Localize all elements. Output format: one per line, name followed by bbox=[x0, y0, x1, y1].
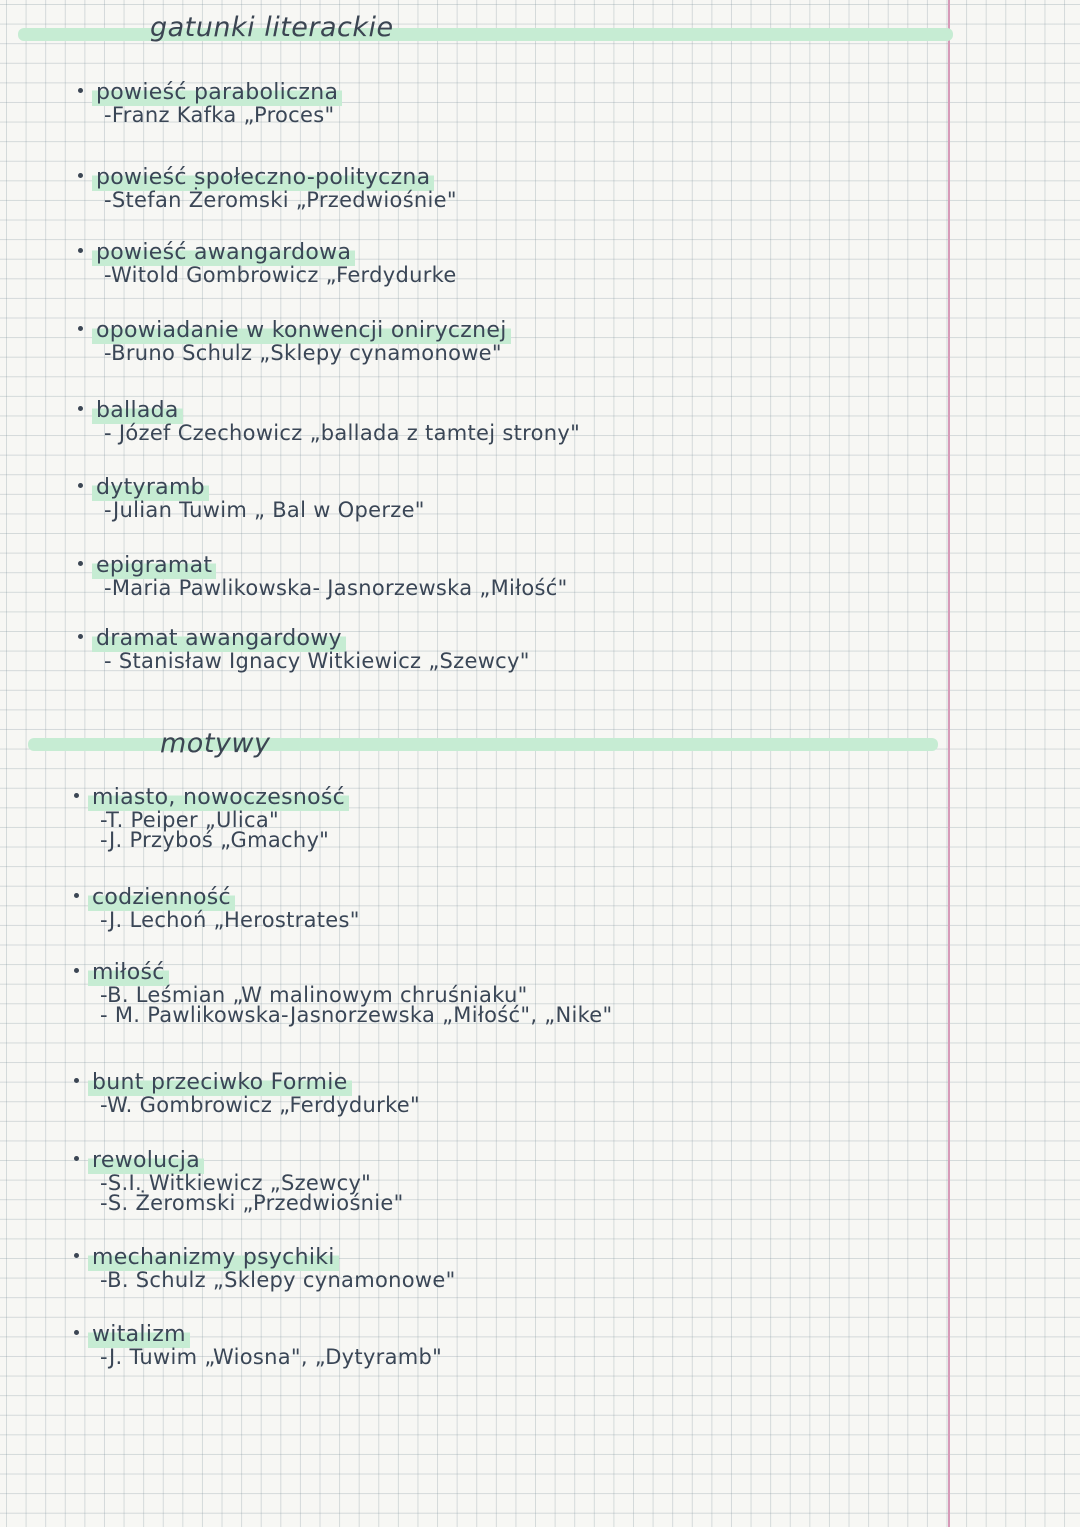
section-heading-motifs: motywy bbox=[160, 728, 271, 759]
item-work: -Julian Tuwim „ Bal w Operze" bbox=[104, 498, 425, 522]
list-item: rewolucja-S.I. Witkiewicz „Szewcy"-S. Że… bbox=[74, 1148, 404, 1215]
item-work: -S. Żeromski „Przedwiośnie" bbox=[100, 1191, 404, 1215]
bullet-icon bbox=[74, 1330, 79, 1335]
list-item: dramat awangardowy- Stanisław Ignacy Wit… bbox=[78, 626, 530, 673]
margin-line bbox=[948, 0, 950, 1527]
list-item: powieść awangardowa-Witold Gombrowicz „F… bbox=[78, 240, 457, 287]
item-work: -Franz Kafka „Proces" bbox=[104, 103, 335, 127]
item-title: bunt przeciwko Formie bbox=[88, 1070, 352, 1096]
bullet-icon bbox=[74, 1078, 79, 1083]
item-work: -J. Tuwim „Wiosna", „Dytyramb" bbox=[100, 1345, 443, 1369]
list-item: miłość-B. Leśmian „W malinowym chruśniak… bbox=[74, 960, 613, 1027]
section-heading-genres: gatunki literackie bbox=[150, 12, 394, 43]
list-item: mechanizmy psychiki-B. Schulz „Sklepy cy… bbox=[74, 1245, 456, 1292]
item-title: miłość bbox=[88, 960, 169, 986]
bullet-icon bbox=[78, 248, 83, 253]
list-item: codzienność-J. Lechoń „Herostrates" bbox=[74, 885, 360, 932]
item-work: -J. Przyboś „Gmachy" bbox=[100, 828, 330, 852]
bullet-icon bbox=[78, 173, 83, 178]
item-title: dytyramb bbox=[92, 475, 209, 501]
bullet-icon bbox=[74, 968, 79, 973]
item-work: - M. Pawlikowska-Jasnorzewska „Miłość", … bbox=[100, 1003, 613, 1027]
list-item: bunt przeciwko Formie-W. Gombrowicz „Fer… bbox=[74, 1070, 420, 1117]
item-work: -W. Gombrowicz „Ferdydurke" bbox=[100, 1093, 420, 1117]
item-title: ballada bbox=[92, 398, 183, 424]
bullet-icon bbox=[78, 88, 83, 93]
bullet-icon bbox=[74, 1156, 79, 1161]
bullet-icon bbox=[78, 483, 83, 488]
bullet-icon bbox=[74, 793, 79, 798]
item-title: witalizm bbox=[88, 1322, 190, 1348]
item-title: mechanizmy psychiki bbox=[88, 1245, 339, 1271]
list-item: miasto, nowoczesność-T. Peiper „Ulica"-J… bbox=[74, 785, 350, 852]
item-title: codzienność bbox=[88, 885, 235, 911]
item-title: opowiadanie w konwencji onirycznej bbox=[92, 318, 511, 344]
bullet-icon bbox=[78, 406, 83, 411]
item-title: powieść społeczno-polityczna bbox=[92, 165, 435, 191]
bullet-icon bbox=[78, 326, 83, 331]
item-title: powieść paraboliczna bbox=[92, 80, 343, 106]
item-work: -J. Lechoń „Herostrates" bbox=[100, 908, 360, 932]
item-work: - Józef Czechowicz „ballada z tamtej str… bbox=[104, 421, 581, 445]
list-item: epigramat-Maria Pawlikowska- Jasnorzewsk… bbox=[78, 553, 568, 600]
list-item: opowiadanie w konwencji onirycznej-Bruno… bbox=[78, 318, 511, 365]
list-item: dytyramb-Julian Tuwim „ Bal w Operze" bbox=[78, 475, 425, 522]
item-title: dramat awangardowy bbox=[92, 626, 346, 652]
item-title: miasto, nowoczesność bbox=[88, 785, 350, 811]
bullet-icon bbox=[78, 561, 83, 566]
list-item: powieść paraboliczna-Franz Kafka „Proces… bbox=[78, 80, 343, 127]
item-work: -S.I. Witkiewicz „Szewcy" bbox=[100, 1171, 372, 1195]
item-work: -Witold Gombrowicz „Ferdydurke bbox=[104, 263, 457, 287]
item-work: -B. Leśmian „W malinowym chruśniaku" bbox=[100, 983, 528, 1007]
item-work: -T. Peiper „Ulica" bbox=[100, 808, 279, 832]
item-work: -Stefan Żeromski „Przedwiośnie" bbox=[104, 188, 457, 212]
bullet-icon bbox=[78, 634, 83, 639]
bullet-icon bbox=[74, 893, 79, 898]
list-item: powieść społeczno-polityczna-Stefan Żero… bbox=[78, 165, 457, 212]
item-work: -B. Schulz „Sklepy cynamonowe" bbox=[100, 1268, 456, 1292]
item-work: -Maria Pawlikowska- Jasnorzewska „Miłość… bbox=[104, 576, 568, 600]
item-work: - Stanisław Ignacy Witkiewicz „Szewcy" bbox=[104, 649, 530, 673]
item-title: epigramat bbox=[92, 553, 217, 579]
item-title: powieść awangardowa bbox=[92, 240, 356, 266]
bullet-icon bbox=[74, 1253, 79, 1258]
item-work: -Bruno Schulz „Sklepy cynamonowe" bbox=[104, 341, 502, 365]
heading-highlight bbox=[18, 28, 953, 41]
heading-highlight bbox=[28, 738, 938, 751]
item-title: rewolucja bbox=[88, 1148, 204, 1174]
list-item: ballada- Józef Czechowicz „ballada z tam… bbox=[78, 398, 581, 445]
list-item: witalizm-J. Tuwim „Wiosna", „Dytyramb" bbox=[74, 1322, 443, 1369]
